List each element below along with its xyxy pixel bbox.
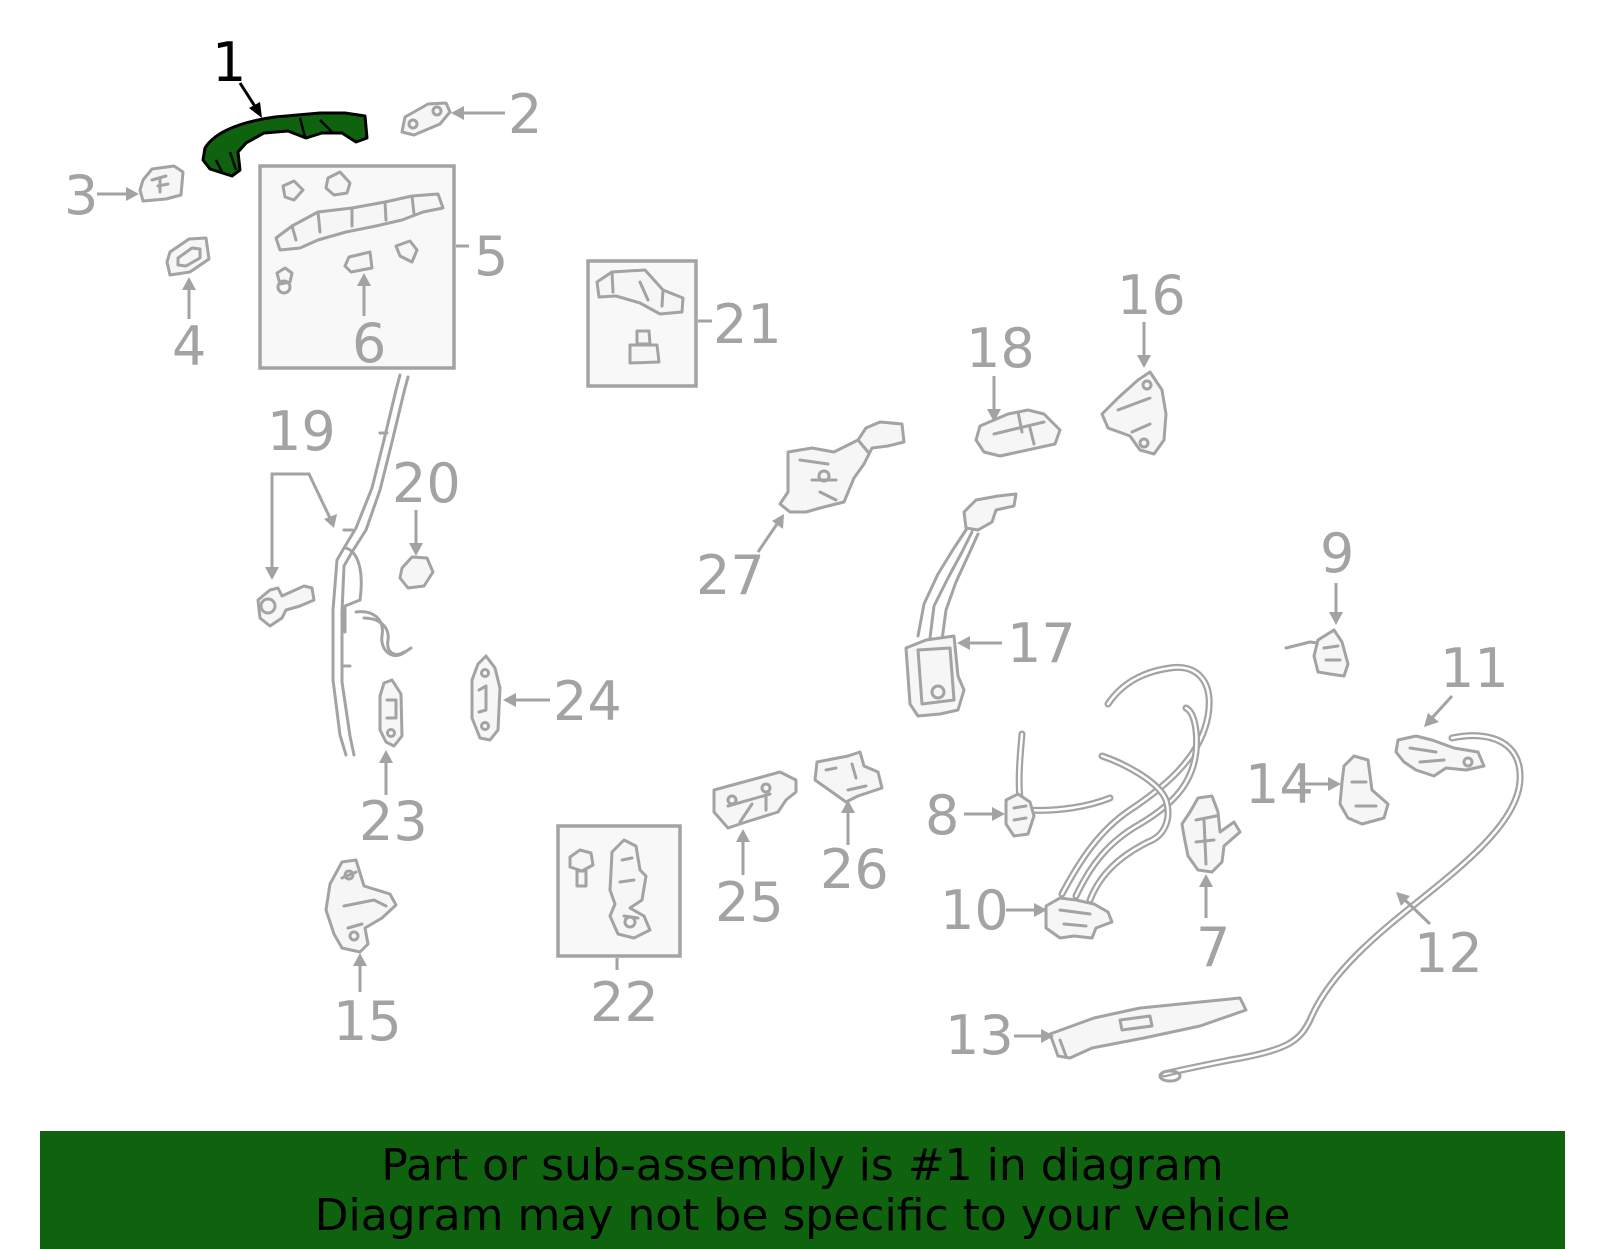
callout-17: 17 [1007,612,1076,675]
callout-21: 21 [713,293,782,356]
part-9-latch[interactable] [1284,628,1350,678]
part-2-gasket[interactable] [400,101,452,137]
callout-19: 19 [267,400,336,463]
part-1-door-handle[interactable] [201,111,369,178]
leader-26 [841,800,855,845]
callout-5: 5 [474,225,508,288]
callout-23: 23 [359,790,428,853]
part-27-bracket[interactable] [778,420,906,514]
leader-18 [987,376,1001,422]
part-3-cap[interactable] [138,164,185,203]
callout-14: 14 [1245,753,1314,816]
callout-10: 10 [940,879,1009,942]
part-11-lock[interactable] [1394,734,1486,778]
banner-line-1: Part or sub-assembly is #1 in diagram [381,1140,1224,1191]
part-23-plate[interactable] [378,678,404,748]
callout-15: 15 [333,990,402,1053]
callout-6: 6 [352,312,386,375]
part-25-striker[interactable] [712,770,798,830]
part-4-pad[interactable] [165,236,211,277]
part-14-bracket[interactable] [1338,754,1390,826]
part-15-hinge[interactable] [324,858,398,954]
callout-8: 8 [925,784,959,847]
banner-line-2: Diagram may not be specific to your vehi… [314,1190,1291,1241]
leader-2 [451,106,505,120]
leader-1 [238,82,262,118]
part-7-handle[interactable] [1180,794,1242,874]
callout-27: 27 [696,544,765,607]
leader-25 [736,829,750,875]
part-17-lock-with-rods[interactable] [904,492,1018,718]
leader-17 [957,636,1002,650]
callout-13: 13 [945,1004,1014,1067]
leader-10 [1006,903,1047,917]
part-19-rod-assembly[interactable] [256,373,413,757]
part-21-bracket[interactable] [595,268,685,365]
leader-24 [503,693,550,707]
leader-4 [182,277,196,319]
callout-2: 2 [508,83,542,146]
leader-11 [1424,694,1454,727]
leader-6 [357,273,371,316]
callout-11: 11 [1440,637,1509,700]
leader-9 [1329,583,1343,625]
part-12-cable[interactable] [1158,732,1524,1083]
leader-27 [756,514,784,553]
callout-12: 12 [1414,922,1483,985]
leader-20 [409,510,423,556]
part-13-cover[interactable] [1048,996,1248,1060]
leader-16 [1137,322,1151,368]
leader-14 [1298,777,1341,791]
part-18-cover[interactable] [974,408,1062,458]
part-26-bracket[interactable] [813,750,884,804]
part-24-plate[interactable] [470,654,502,742]
leader-8 [964,807,1005,821]
callout-24: 24 [553,670,622,733]
info-banner: Part or sub-assembly is #1 in diagram Di… [40,1131,1565,1249]
callout-4: 4 [172,315,206,378]
leader-7 [1199,874,1213,918]
callout-3: 3 [64,164,98,227]
callout-1: 1 [212,31,246,94]
part-5-frame[interactable] [274,170,445,295]
leader-15 [353,953,367,992]
callout-7: 7 [1196,916,1230,979]
callout-9: 9 [1320,522,1354,585]
part-22-kit-parts[interactable] [568,838,652,940]
callout-22: 22 [590,971,659,1034]
part-8-10-cable-assembly[interactable] [1004,663,1213,940]
callout-20: 20 [392,452,461,515]
leader-23 [379,750,393,795]
part-20-grommet[interactable] [398,555,435,590]
leader-3 [97,187,139,201]
leader-12 [1396,892,1432,926]
leader-19 [265,472,337,580]
part-16-hinge[interactable] [1100,370,1168,456]
callout-26: 26 [820,838,889,901]
callout-25: 25 [715,871,784,934]
leader-13 [1014,1029,1054,1043]
callout-16: 16 [1117,264,1186,327]
callout-18: 18 [966,317,1035,380]
